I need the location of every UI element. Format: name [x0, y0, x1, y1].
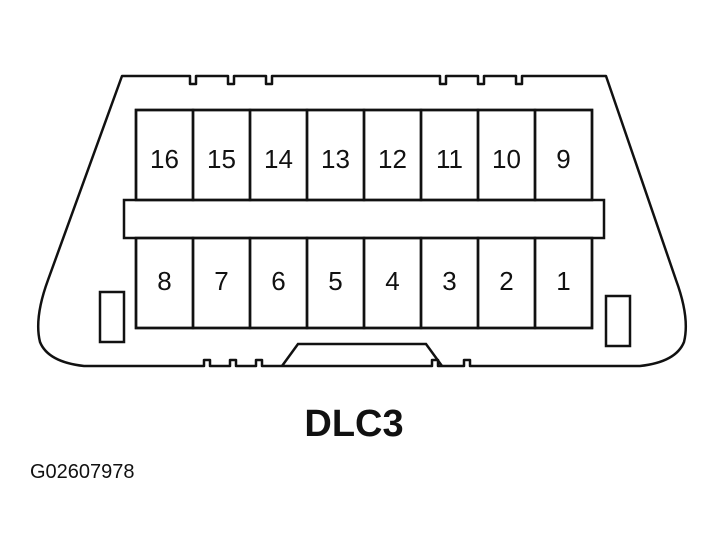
bottom-pin-cell-5: 5: [305, 236, 366, 330]
top-pin-cell-13: 13: [305, 108, 366, 202]
top-pin-cell-9: 9: [533, 108, 594, 202]
bottom-pin-cell-6: 6: [248, 236, 309, 330]
pin-number-label: 9: [556, 144, 570, 174]
bottom-pin-cell-4: 4: [362, 236, 423, 330]
top-pin-cell-11: 11: [419, 108, 480, 202]
top-pin-cell-16: 16: [134, 108, 195, 202]
top-pin-cell-14: 14: [248, 108, 309, 202]
top-pin-row: 16 15 14 13 12 11 10 9: [134, 108, 594, 202]
pin-number-label: 11: [436, 144, 463, 174]
pin-number-label: 2: [499, 266, 513, 296]
pin-cell-border: [533, 108, 594, 202]
bottom-pin-cell-8: 8: [134, 236, 195, 330]
bottom-pin-cell-1: 1: [533, 236, 594, 330]
pin-cell-border: [533, 236, 594, 330]
connector-key-trapezoid: [280, 342, 444, 367]
pin-number-label: 15: [207, 144, 236, 174]
top-pin-cell-10: 10: [476, 108, 537, 202]
bottom-pin-cell-2: 2: [476, 236, 537, 330]
figure-id-label: G02607978: [30, 461, 135, 483]
pin-number-label: 16: [150, 144, 179, 174]
left-latch-slot: [98, 290, 126, 344]
pin-number-label: 14: [264, 144, 293, 174]
connector-title: DLC3: [304, 403, 403, 445]
top-pin-cell-12: 12: [362, 108, 423, 202]
pin-number-label: 1: [556, 266, 570, 296]
pin-number-label: 6: [271, 266, 285, 296]
pin-number-label: 4: [385, 266, 399, 296]
top-pin-cell-15: 15: [191, 108, 252, 202]
pin-number-label: 5: [328, 266, 342, 296]
connector-housing-outline: [36, 74, 688, 368]
center-separator-bar: [122, 198, 606, 240]
bottom-pin-row: 8 7 6 5 4 3 2 1: [134, 236, 594, 330]
pin-number-label: 3: [442, 266, 456, 296]
bottom-pin-cell-7: 7: [191, 236, 252, 330]
bottom-pin-cell-3: 3: [419, 236, 480, 330]
pin-number-label: 13: [321, 144, 350, 174]
pin-number-label: 10: [492, 144, 521, 174]
pin-number-label: 12: [378, 144, 407, 174]
pin-number-label: 8: [157, 266, 171, 296]
right-latch-slot: [604, 294, 632, 348]
pin-number-label: 7: [214, 266, 228, 296]
